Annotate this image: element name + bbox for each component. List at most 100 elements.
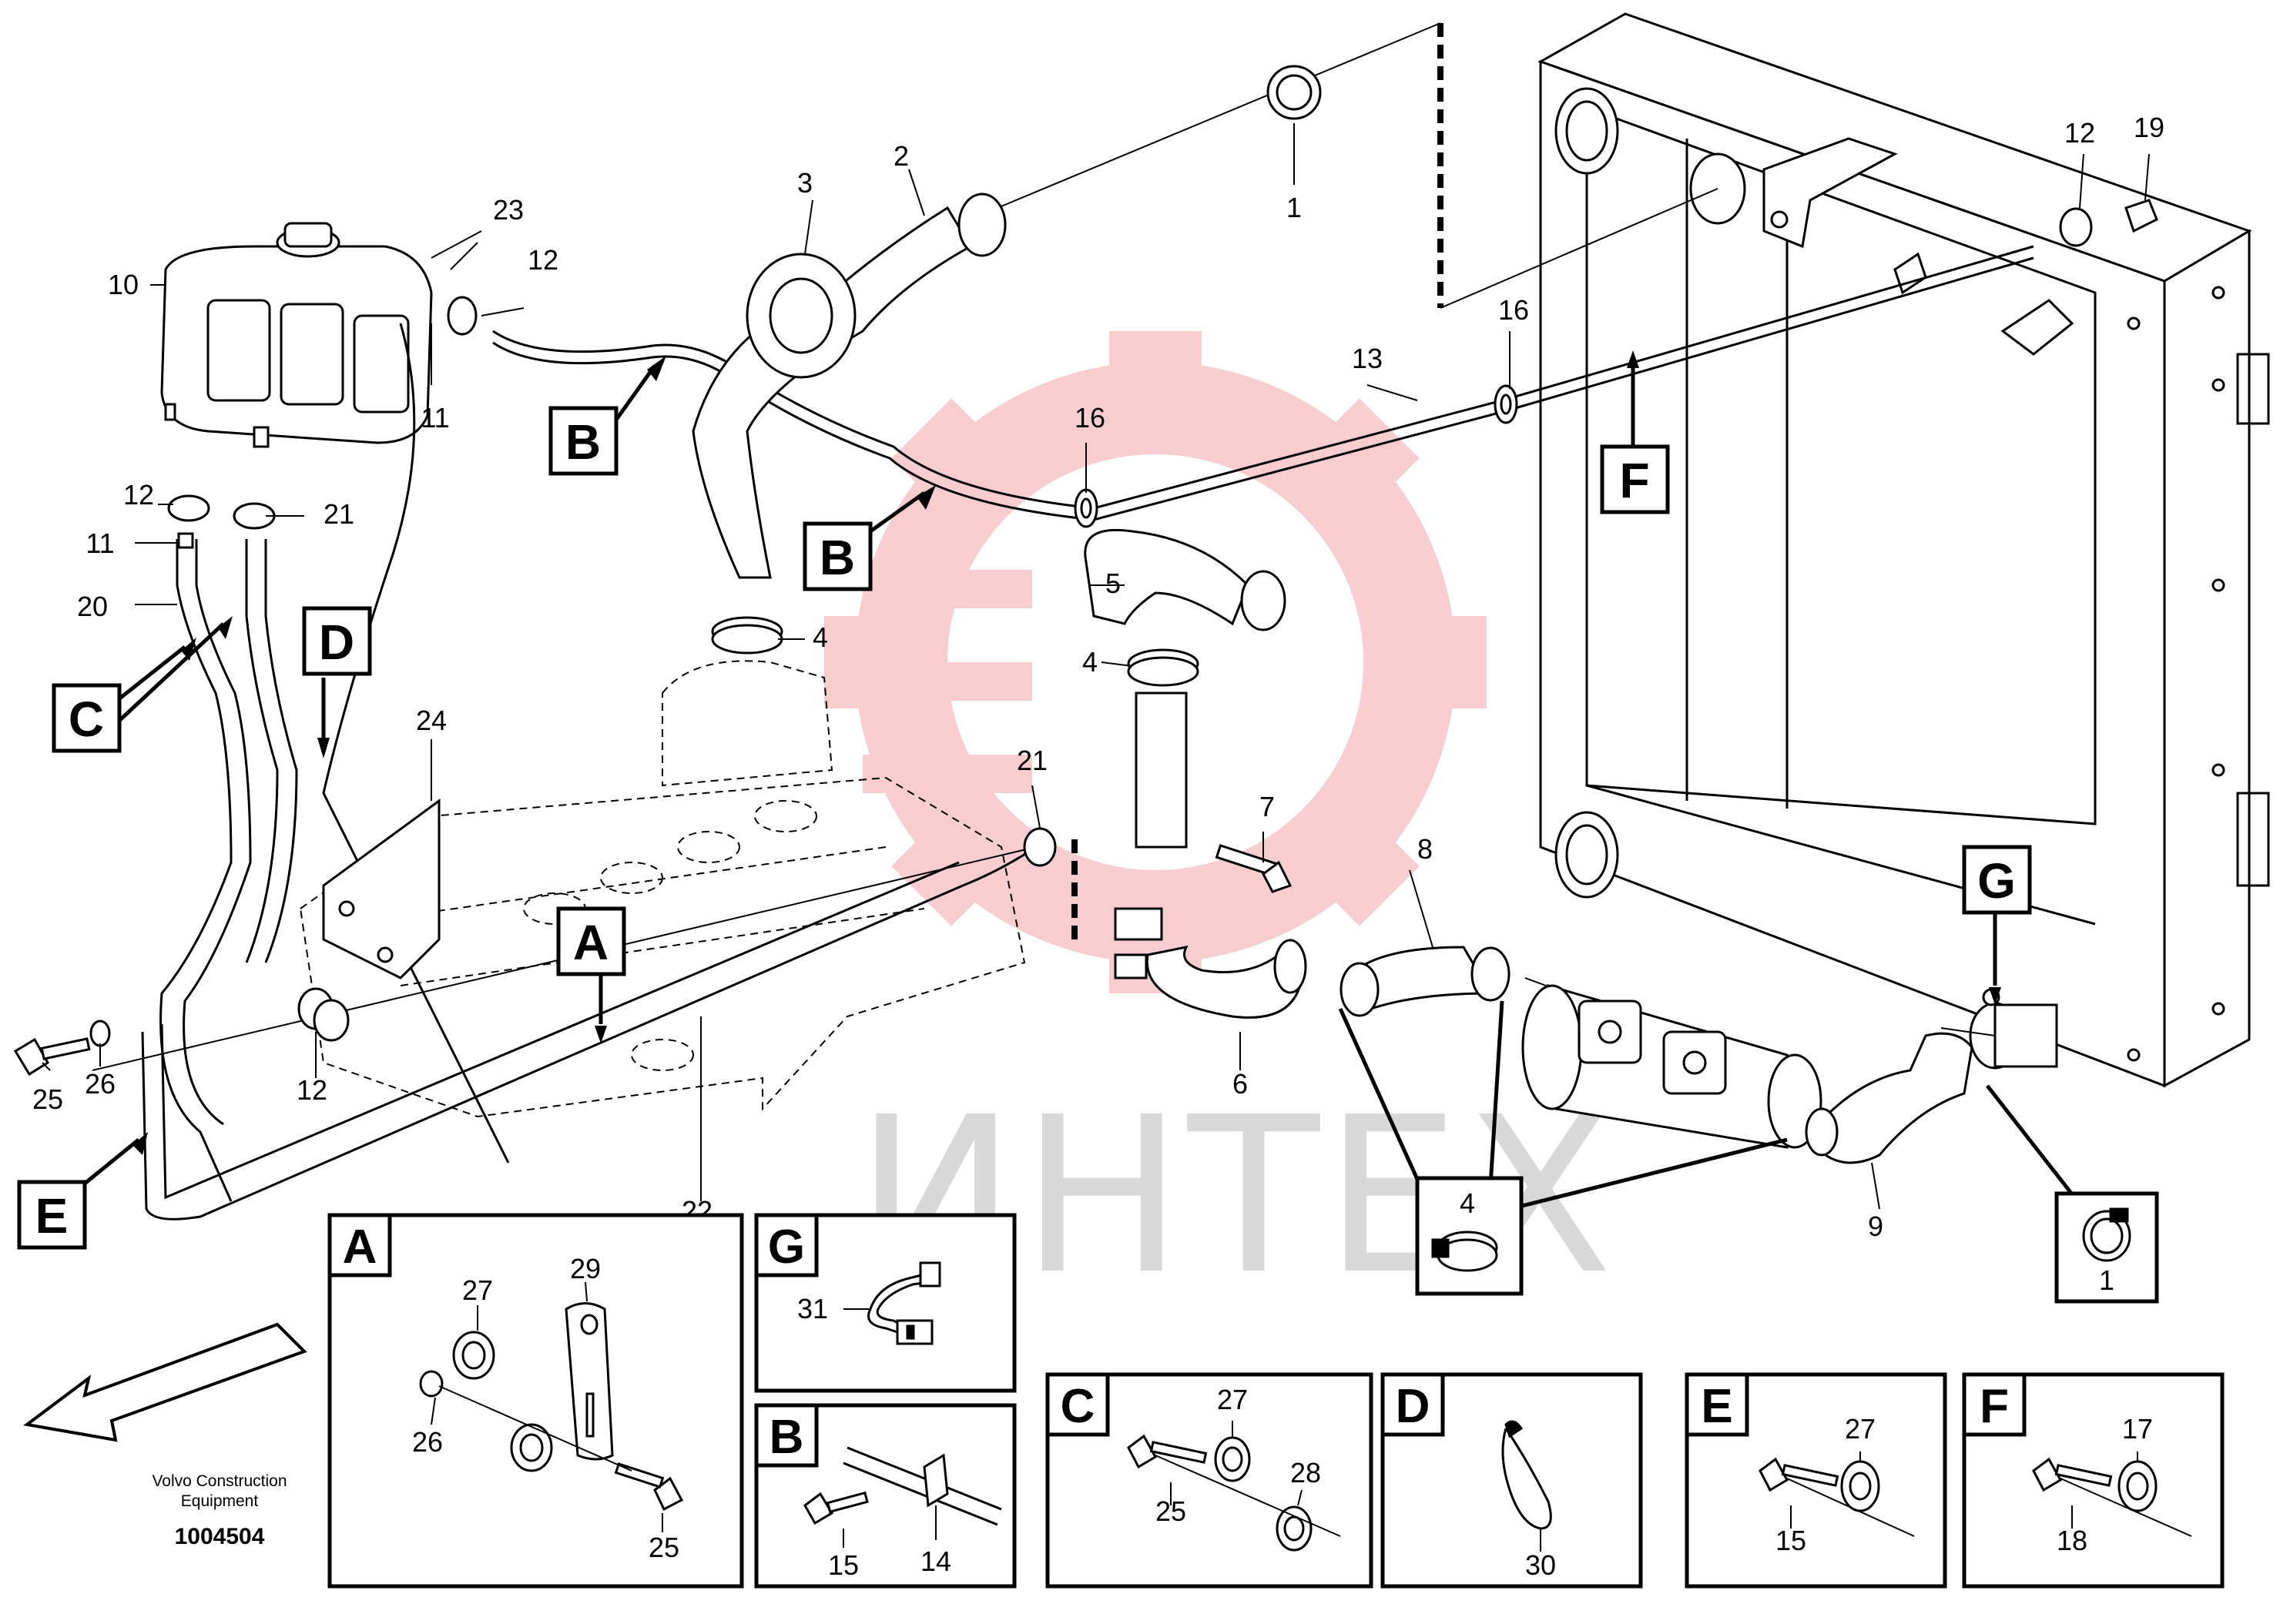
- detail-panel-e: E 27 15: [1685, 1372, 1947, 1589]
- callout-1-top: 1: [1286, 192, 1302, 223]
- view-letter-b1: B: [548, 406, 619, 476]
- engine-outline: [299, 660, 1026, 1118]
- hose-9: [1805, 1032, 1973, 1164]
- callout-19: 19: [2134, 112, 2164, 143]
- view-letter-d: D: [302, 606, 372, 676]
- callout-9: 9: [1868, 1210, 1883, 1242]
- svg-text:A: A: [573, 915, 609, 970]
- svg-text:D: D: [1396, 1380, 1430, 1433]
- view-letter-e: E: [17, 1180, 87, 1250]
- callout-13: 13: [1352, 343, 1383, 374]
- svg-text:B: B: [770, 1411, 804, 1464]
- detail-panel-d: D 30: [1380, 1372, 1643, 1589]
- caption-id: 1004504: [175, 1524, 265, 1549]
- callout-10: 10: [108, 269, 139, 300]
- callout-21-left: 21: [324, 498, 354, 530]
- callout-12-right: 12: [2064, 117, 2095, 149]
- callout-4-mid: 4: [1082, 646, 1098, 678]
- callout-box-4: 4: [1415, 1176, 1524, 1296]
- radiator-bottom-outlet: [1969, 988, 2058, 1070]
- svg-text:E: E: [1701, 1380, 1732, 1433]
- svg-text:B: B: [820, 530, 855, 585]
- svg-text:C: C: [69, 691, 104, 747]
- callout-2: 2: [894, 140, 909, 172]
- callout-11-tank: 11: [421, 402, 449, 434]
- dashed-leaders: [1071, 23, 1443, 947]
- grommet-16: [1074, 384, 1518, 528]
- detail-e-part-15: 15: [1775, 1525, 1806, 1556]
- callout-21-mid: 21: [1017, 745, 1048, 776]
- tank-hoses: [141, 323, 1037, 1221]
- detail-b-part-15: 15: [828, 1549, 859, 1581]
- callout-11-left: 11: [86, 527, 114, 559]
- detail-c-part-25: 25: [1155, 1495, 1186, 1527]
- hose-clamp-icon: [1431, 1231, 1498, 1272]
- callout-5: 5: [1105, 568, 1121, 599]
- detail-panel-f: F 17 18: [1962, 1372, 2225, 1589]
- detail-panel-g: G 31: [754, 1213, 1017, 1393]
- callout-box-1: 1: [2054, 1191, 2159, 1304]
- svg-text:C: C: [1061, 1380, 1095, 1433]
- view-letter-a: A: [556, 906, 626, 976]
- svg-text:F: F: [1619, 453, 1649, 508]
- caption: Volvo Construction Equipment 1004504: [152, 1472, 287, 1549]
- view-letter-c: C: [52, 683, 122, 753]
- bracket-24: [322, 799, 441, 979]
- callout-16-a: 16: [1075, 402, 1105, 434]
- svg-text:F: F: [1980, 1380, 2009, 1433]
- hose-8: [1340, 946, 1510, 1017]
- detail-e-part-27: 27: [1845, 1413, 1876, 1445]
- caption-maker-line2: Equipment: [181, 1492, 259, 1510]
- detail-a-part-26: 26: [412, 1426, 443, 1458]
- detail-f-part-18: 18: [2057, 1525, 2087, 1556]
- callout-6: 6: [1232, 1068, 1248, 1100]
- svg-text:A: A: [343, 1221, 377, 1274]
- callout-12-tank: 12: [528, 244, 558, 276]
- forward-direction-arrow-icon: [23, 1322, 307, 1442]
- callout-20: 20: [77, 591, 108, 622]
- detail-c-part-27: 27: [1217, 1384, 1248, 1415]
- expansion-tank: [160, 222, 433, 448]
- detail-a-part-25: 25: [649, 1532, 679, 1563]
- svg-text:G: G: [768, 1221, 805, 1274]
- callout-24: 24: [416, 705, 447, 736]
- view-pointers: [75, 362, 2085, 1249]
- view-letter-f: F: [1600, 444, 1670, 514]
- radiator-frame: [1537, 12, 2270, 1088]
- callout-7: 7: [1259, 791, 1275, 822]
- detail-b-part-14: 14: [920, 1545, 951, 1577]
- clamp-12-low: [297, 987, 350, 1042]
- tank-clamps: [167, 199, 2158, 867]
- view-letter-b2: B: [803, 521, 873, 591]
- callout-3: 3: [797, 167, 813, 199]
- callout-12-low: 12: [297, 1074, 327, 1106]
- callout-12-left: 12: [123, 479, 154, 511]
- svg-text:1: 1: [2099, 1264, 2114, 1296]
- detail-a-part-27: 27: [462, 1274, 493, 1306]
- hose-clamp-icon: [2082, 1207, 2131, 1262]
- detail-a-part-29: 29: [570, 1253, 601, 1284]
- callout-26: 26: [85, 1068, 116, 1100]
- detail-d-part-30: 30: [1525, 1549, 1556, 1581]
- detail-panel-c: C 27 25 28: [1045, 1372, 1373, 1589]
- view-letters: B B C D E A F G: [17, 406, 2032, 1250]
- callout-4-upper: 4: [813, 621, 828, 653]
- svg-text:4: 4: [1460, 1187, 1475, 1219]
- svg-text:G: G: [1977, 853, 2016, 909]
- view-pointer-arrows: [132, 350, 2001, 1155]
- detail-c-part-28: 28: [1290, 1457, 1321, 1488]
- svg-text:B: B: [565, 414, 601, 470]
- detail-panel-a: A 27 29 26 25: [327, 1213, 744, 1589]
- callout-leaders: [42, 123, 2150, 1210]
- bolt-25-26: [13, 1020, 111, 1077]
- callout-8: 8: [1417, 833, 1433, 865]
- upper-hose-2: [692, 193, 1007, 579]
- svg-text:E: E: [35, 1188, 69, 1244]
- radiator-top-inlet: [1554, 87, 2074, 899]
- callout-16-b: 16: [1498, 294, 1529, 326]
- bolt-7: [1215, 844, 1293, 893]
- view-letter-g: G: [1962, 845, 2032, 915]
- detail-panel-b: B 15 14: [754, 1403, 1017, 1589]
- svg-text:D: D: [319, 614, 354, 670]
